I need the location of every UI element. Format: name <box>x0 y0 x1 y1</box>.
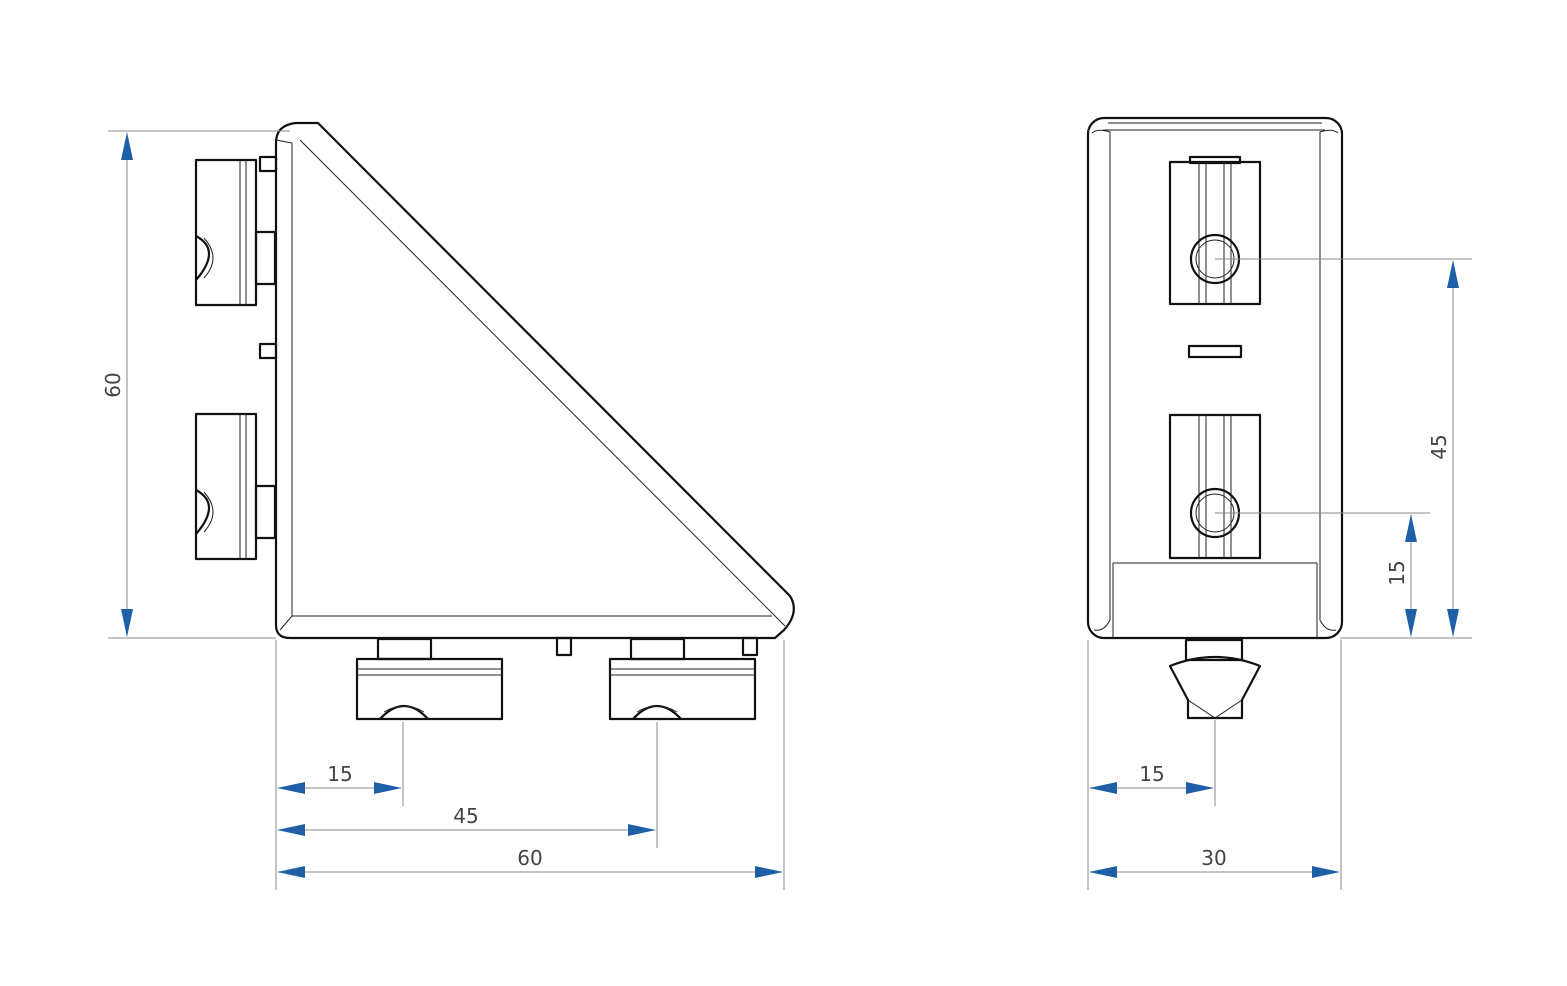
dim-label-hole-offset: 15 <box>1385 560 1409 585</box>
dim-label-hole-pitch: 45 <box>1427 434 1451 459</box>
front-view: 45 15 15 30 <box>1086 116 1472 890</box>
dim-label-height: 60 <box>101 372 125 397</box>
dim-label-second-slot: 45 <box>453 804 478 828</box>
bracket-outline <box>274 121 795 640</box>
left-slot-nut-lower <box>194 412 277 561</box>
front-slot-nut-lower <box>1168 413 1262 560</box>
bottom-slot-nut-left <box>355 637 504 721</box>
side-view: 60 15 45 60 <box>101 121 795 890</box>
bottom-slot-nut-right <box>608 637 757 721</box>
left-slot-nut-upper <box>194 158 277 307</box>
dim-label-front-width: 30 <box>1201 846 1226 870</box>
front-body-outline <box>1086 116 1344 640</box>
front-slot-nut-upper <box>1168 155 1262 306</box>
dim-label-center: 15 <box>1139 762 1164 786</box>
front-bottom-nut <box>1168 638 1262 720</box>
dim-label-first-slot: 15 <box>327 762 352 786</box>
dim-label-width: 60 <box>517 846 542 870</box>
